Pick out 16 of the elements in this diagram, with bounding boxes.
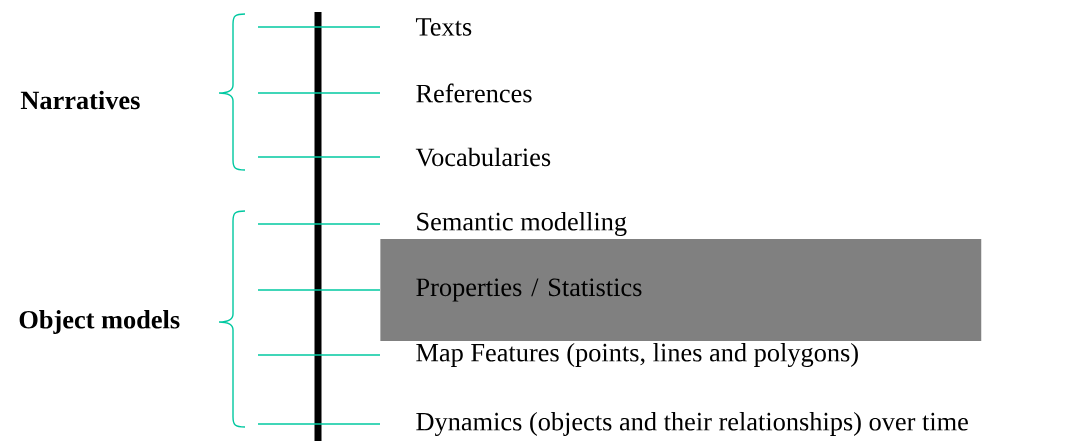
connector-line [257,289,381,291]
connector-line [257,223,381,225]
item-text: Dynamics (objects and their relationships) over time [416,412,968,436]
group-label: Object models [19,310,180,334]
highlighted-box: Properties / Statistics [380,239,982,341]
item-text: Vocabularies [415,147,551,167]
item-text: Map Features (points, lines and polygons) [416,343,858,367]
item-text: Texts [415,18,472,36]
connector-line [257,156,381,158]
connector-line [257,92,381,94]
group-label: Narratives [20,90,140,110]
connector-line [257,423,381,425]
connector-line [257,26,381,28]
item-text: References [416,83,532,103]
connector-line [257,354,381,356]
item-text: Semantic modelling [417,212,627,236]
